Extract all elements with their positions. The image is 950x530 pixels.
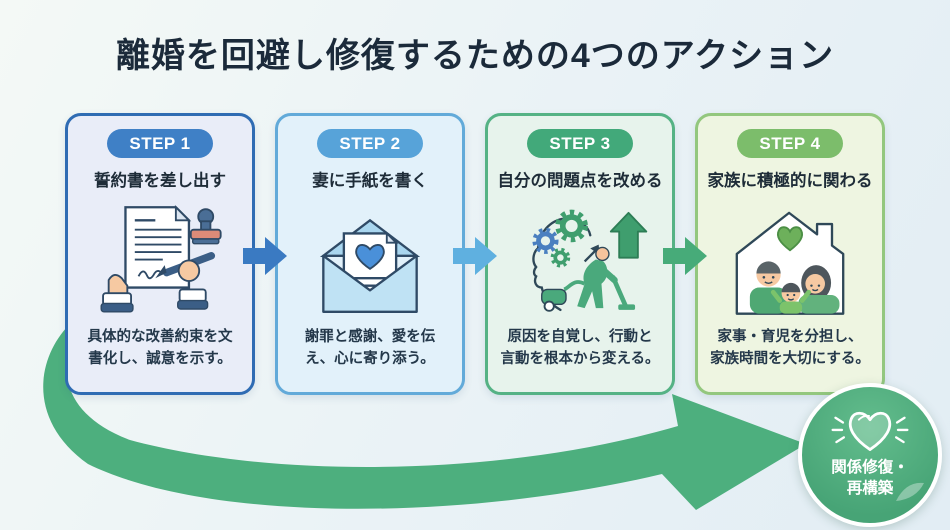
step-4-badge: STEP 4 [737,129,843,158]
step-3-badge: STEP 3 [527,129,633,158]
gear-icon-green-large [555,209,588,243]
shining-heart-icon [831,411,909,451]
love-letter-envelope-icon [278,195,462,325]
step-3-card: STEP 3 自分の問題点を改める [485,113,675,395]
person-vacuuming-icon [541,246,636,312]
step-4-card: STEP 4 家族に積極的に関わる [695,113,885,395]
heart-icon [776,226,804,252]
step-2-badge: STEP 2 [317,129,423,158]
step-2-description: 謝罪と感謝、愛を伝 え、心に寄り添う。 [304,329,436,367]
goal-circle: 関係修復・ 再構築 [798,383,942,527]
step-3-to-4-arrow-icon [663,237,707,275]
step-1-card: STEP 1 誓約書を差し出す [65,113,255,395]
self-improvement-gears-vacuum-icon [488,195,672,325]
family-in-house-icon [698,195,882,325]
right-hand-with-pen [155,252,216,310]
stamp-icon [189,208,222,245]
step-2-title: 妻に手紙を書く [312,172,428,190]
left-hand [100,274,134,313]
big-up-arrow-icon [609,211,648,259]
step-3-title: 自分の問題点を改める [497,172,663,190]
child-figure [770,282,811,314]
pledge-document-signing-icon [68,195,252,325]
goal-label: 関係修復・ 再構築 [831,459,909,497]
step-1-description: 具体的な改善約束を文 書化し、誠意を示す。 [87,329,233,367]
page-title: 離婚を回避し修復するための4つのアクション [115,37,835,75]
step-1-title: 誓約書を差し出す [94,172,226,190]
step-2-to-3-arrow-icon [453,237,497,275]
envelope-body [322,254,418,313]
leaf-decoration-icon [896,482,924,501]
step-4-description: 家事・育児を分担し、 家族時間を大切にする。 [710,329,870,367]
step-1-to-2-arrow-icon [243,237,287,275]
step-1-badge: STEP 1 [107,129,213,158]
step-2-card: STEP 2 妻に手紙を書く 謝罪と感謝、愛を伝 え、心に寄り添う。 [275,113,465,395]
heart-icon [355,244,385,270]
gear-icon-green-small [550,247,571,268]
step-4-title: 家族に積極的に関わる [707,172,873,190]
step-3-description: 原因を自覚し、行動と 言動を根本から変える。 [500,329,660,367]
father-figure [749,261,788,314]
gear-icon-blue [532,227,559,254]
